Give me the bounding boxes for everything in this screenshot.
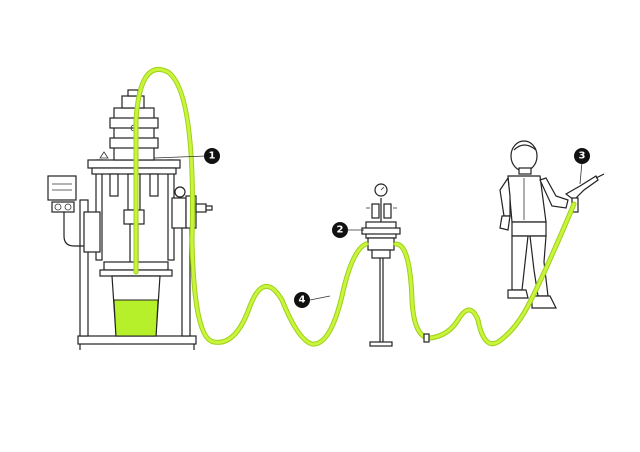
operator-icon bbox=[499, 140, 569, 309]
marker-2: 2 bbox=[332, 222, 348, 238]
svg-text:4: 4 bbox=[299, 295, 306, 306]
svg-text:1: 1 bbox=[209, 151, 216, 162]
marker-3: 3 bbox=[574, 148, 590, 164]
marker-4: 4 bbox=[294, 292, 310, 308]
hose-icon bbox=[133, 66, 577, 347]
marker-1: 1 bbox=[204, 148, 220, 164]
regulator-icon bbox=[361, 183, 401, 347]
svg-text:3: 3 bbox=[579, 151, 586, 162]
pressure-gauge-icon bbox=[174, 186, 186, 198]
svg-text:2: 2 bbox=[337, 225, 344, 236]
